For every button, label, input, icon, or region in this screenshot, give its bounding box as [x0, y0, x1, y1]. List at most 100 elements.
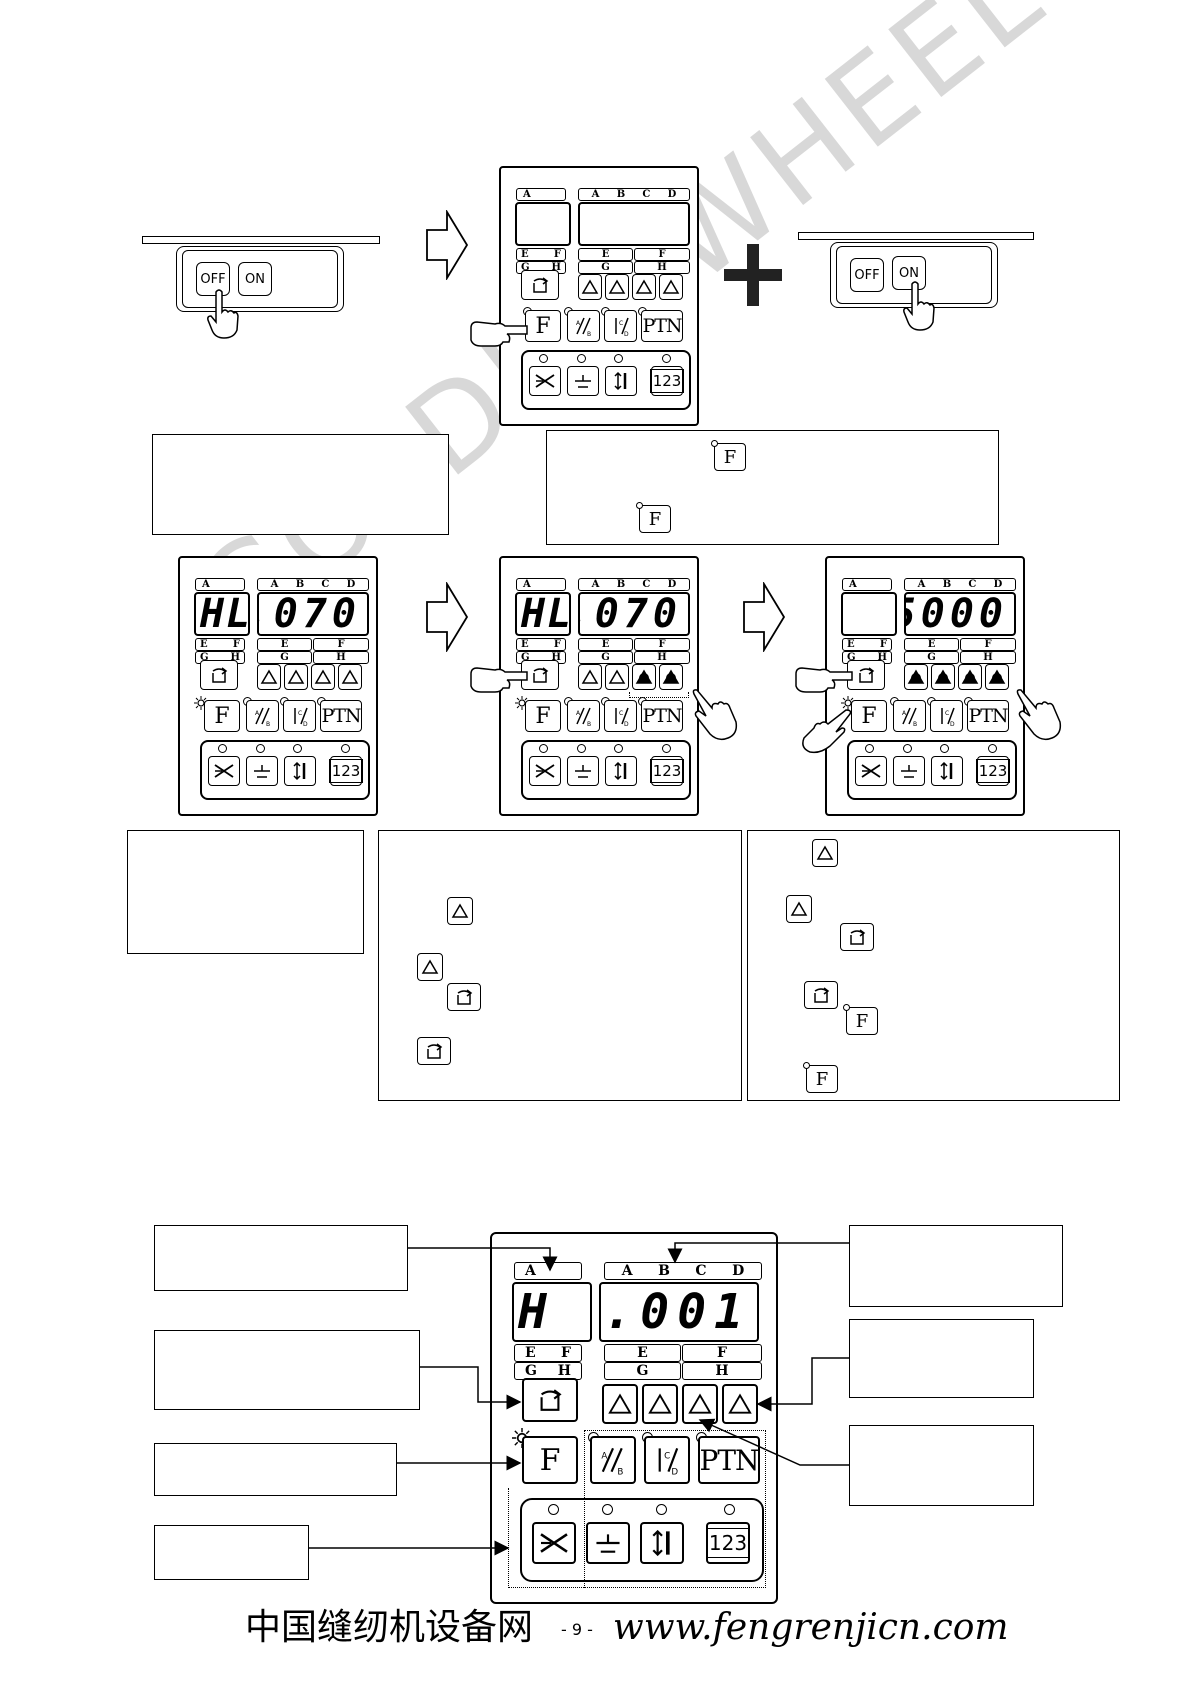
presser-key[interactable] — [567, 756, 599, 786]
instruction-box-3 — [127, 830, 364, 954]
up-key-inline — [812, 839, 838, 867]
counter-key[interactable]: 123 — [705, 1522, 751, 1564]
up-key-3-active[interactable] — [632, 664, 656, 690]
up-key-4-active[interactable] — [985, 664, 1009, 690]
up-key-1[interactable] — [578, 664, 602, 690]
rotate-key[interactable] — [521, 660, 559, 690]
rotate-key[interactable] — [522, 1378, 578, 1422]
up-key-3[interactable] — [682, 1384, 718, 1424]
ptn-key[interactable]: PTN — [641, 700, 683, 732]
counter-key[interactable]: 123 — [975, 756, 1011, 786]
display-bcd — [578, 202, 690, 246]
footer-url[interactable]: www.fengrenjicn.com — [612, 1607, 1009, 1648]
needle-key[interactable] — [284, 756, 316, 786]
display-a: H — [512, 1282, 592, 1342]
svg-text:A: A — [255, 710, 260, 717]
f-key[interactable]: F — [525, 700, 561, 732]
label-box-5 — [849, 1225, 1063, 1307]
svg-text:A: A — [902, 710, 907, 717]
presser-key[interactable] — [893, 756, 925, 786]
instruction-box-2: F F — [546, 430, 999, 545]
display-bcd: 5000 — [904, 592, 1016, 636]
trim-key[interactable] — [529, 366, 561, 396]
presser-key[interactable] — [246, 756, 278, 786]
needle-key[interactable] — [605, 366, 637, 396]
counter-key[interactable]: 123 — [328, 756, 364, 786]
counter-key[interactable]: 123 — [649, 366, 685, 396]
svg-text:B: B — [587, 331, 591, 338]
ptn-key[interactable]: PTN — [320, 700, 362, 732]
trim-key[interactable] — [208, 756, 240, 786]
needle-key[interactable] — [605, 756, 637, 786]
ptn-key[interactable]: PTN — [698, 1436, 760, 1484]
counter-key[interactable]: 123 — [649, 756, 685, 786]
display-a — [841, 592, 897, 636]
ptn-key[interactable]: PTN — [967, 700, 1009, 732]
svg-text:A: A — [576, 710, 581, 717]
up-key-2[interactable] — [642, 1384, 678, 1424]
ptn-key[interactable]: PTN — [641, 310, 683, 342]
svg-text:D: D — [624, 331, 629, 338]
display-bcd: .001 — [599, 1282, 759, 1342]
f-key-inline: F — [714, 443, 746, 471]
svg-text:A: A — [601, 1452, 607, 1462]
up-key-1-active[interactable] — [904, 664, 928, 690]
trim-key[interactable] — [529, 756, 561, 786]
label-box-1 — [154, 1225, 408, 1291]
up-key-2[interactable] — [605, 274, 629, 300]
trim-key[interactable] — [532, 1522, 576, 1564]
svg-text:C: C — [619, 710, 623, 717]
hand-pointer-icon — [795, 667, 853, 693]
up-key-4-active[interactable] — [659, 664, 683, 690]
up-key-3-active[interactable] — [958, 664, 982, 690]
needle-key[interactable] — [931, 756, 963, 786]
up-key-2-active[interactable] — [931, 664, 955, 690]
rotate-key-inline — [840, 923, 874, 951]
f-key-inline: F — [846, 1007, 878, 1035]
presser-key[interactable] — [567, 366, 599, 396]
up-key-3[interactable] — [632, 274, 656, 300]
up-key-4[interactable] — [722, 1384, 758, 1424]
f-key[interactable]: F — [522, 1436, 578, 1484]
label-box-6 — [849, 1319, 1034, 1398]
up-key-1[interactable] — [578, 274, 602, 300]
on-button[interactable]: ON — [238, 262, 272, 296]
up-key-3[interactable] — [311, 664, 335, 690]
label-box-7 — [849, 1425, 1034, 1506]
off-button[interactable]: OFF — [196, 262, 230, 296]
up-key-4[interactable] — [659, 274, 683, 300]
up-key-1[interactable] — [602, 1384, 638, 1424]
rotate-key[interactable] — [200, 660, 238, 690]
trim-key[interactable] — [855, 756, 887, 786]
up-key-1[interactable] — [257, 664, 281, 690]
f-key[interactable]: F — [851, 700, 887, 732]
rotate-key[interactable] — [847, 660, 885, 690]
svg-text:C: C — [945, 710, 949, 717]
svg-text:B: B — [913, 721, 917, 728]
on-button[interactable]: ON — [892, 256, 926, 290]
up-key-4[interactable] — [338, 664, 362, 690]
instruction-box-4 — [378, 830, 742, 1101]
up-key-2[interactable] — [605, 664, 629, 690]
hand-pointer-icon — [802, 709, 852, 754]
rotate-key-inline — [447, 983, 481, 1011]
off-button[interactable]: OFF — [850, 258, 884, 292]
f-key[interactable]: F — [525, 310, 561, 342]
up-key-2[interactable] — [284, 664, 308, 690]
needle-key[interactable] — [640, 1522, 684, 1564]
f-key[interactable]: F — [204, 700, 240, 732]
rotate-key[interactable] — [521, 270, 559, 300]
presser-key[interactable] — [586, 1522, 630, 1564]
